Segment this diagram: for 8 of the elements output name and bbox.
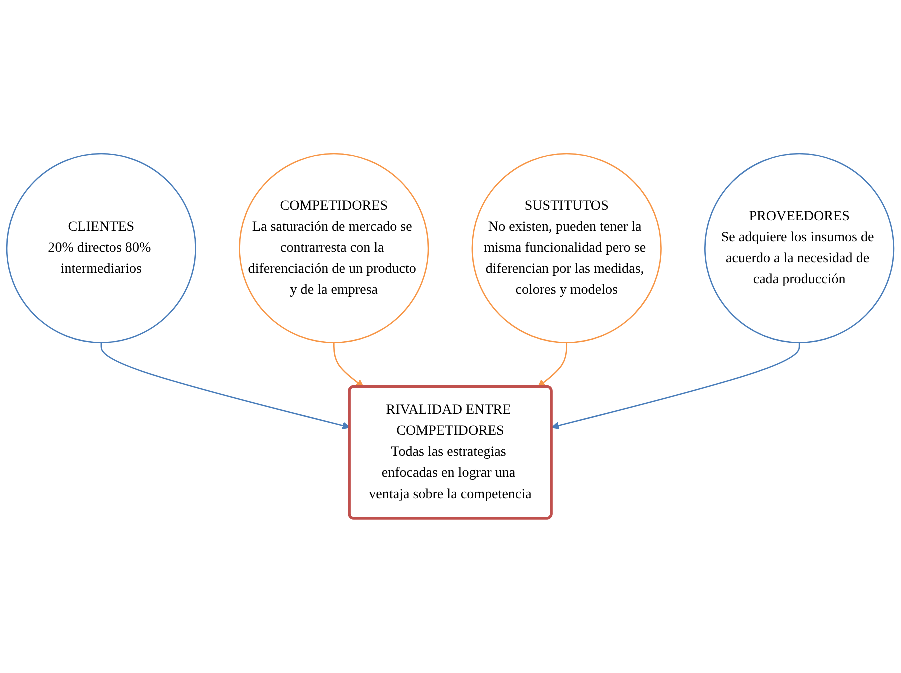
arrow: [100, 343, 350, 430]
node-circle: PROVEEDORES Se adquiere los insumos de acuerdo a la necesidad de cada producción: [704, 154, 895, 344]
arrow: [333, 343, 364, 388]
arrow: [552, 343, 800, 430]
node-circle: SUSTITUTOS No existen, pueden tener la misma funcionalidad pero se diferencian por las medidas, colores y modelos: [472, 154, 662, 344]
arrow: [538, 343, 568, 388]
node-circle: CLIENTES 20% directos 80% intermediarios: [6, 154, 196, 344]
node-circle: COMPETIDORES La saturación de mercado se contrarresta con la diferenciación de un producto y de la empresa: [239, 154, 430, 344]
